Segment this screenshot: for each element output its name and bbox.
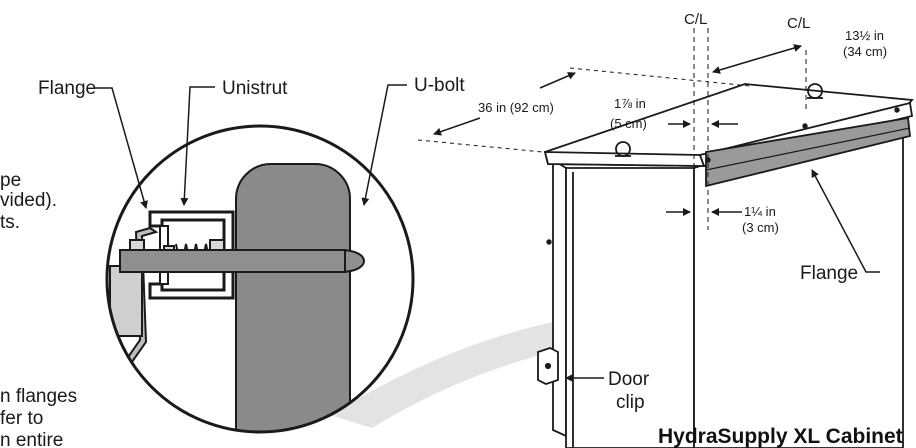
door-clip-label-line-1: Door [608, 369, 650, 390]
u-bolt-label: U-bolt [414, 75, 465, 96]
depth-dim-label: 36 in (92 cm) [478, 100, 554, 115]
cabinet-side-wall [552, 158, 567, 438]
spacing-dim-line-1: 13½ in [845, 28, 884, 43]
offset-top-dim-line-2: (5 cm) [610, 116, 647, 131]
left-text-line-4: n flanges [0, 386, 77, 407]
flange-right-label: Flange [800, 263, 858, 284]
detail-magnifier [105, 124, 415, 434]
centerline-label-2: C/L [787, 15, 810, 32]
offset-side-dim-line-2: (3 cm) [742, 220, 779, 235]
cabinet-title: HydraSupply XL Cabinet [658, 425, 903, 448]
left-text-line-1: pe [0, 170, 21, 191]
offset-side-dim-line-1: 1¼ in [744, 204, 776, 219]
flange-left-label: Flange [38, 78, 96, 99]
centerline-label-1: C/L [684, 11, 707, 28]
pipe-shape [235, 163, 351, 432]
door-clip-label-line-2: clip [616, 392, 645, 413]
offset-top-dim-line-1: 1⅞ in [614, 96, 646, 111]
flange-bar-shape [705, 116, 911, 188]
unistrut-label: Unistrut [222, 78, 288, 99]
cabinet-drawing [537, 83, 914, 448]
left-text-line-3: ts. [0, 212, 20, 233]
left-text-line-5: fer to [0, 408, 43, 429]
left-text-line-2: vided). [0, 190, 57, 211]
spacing-dim-line-2: (34 cm) [843, 44, 887, 59]
left-text-line-6: n entire [0, 430, 63, 448]
